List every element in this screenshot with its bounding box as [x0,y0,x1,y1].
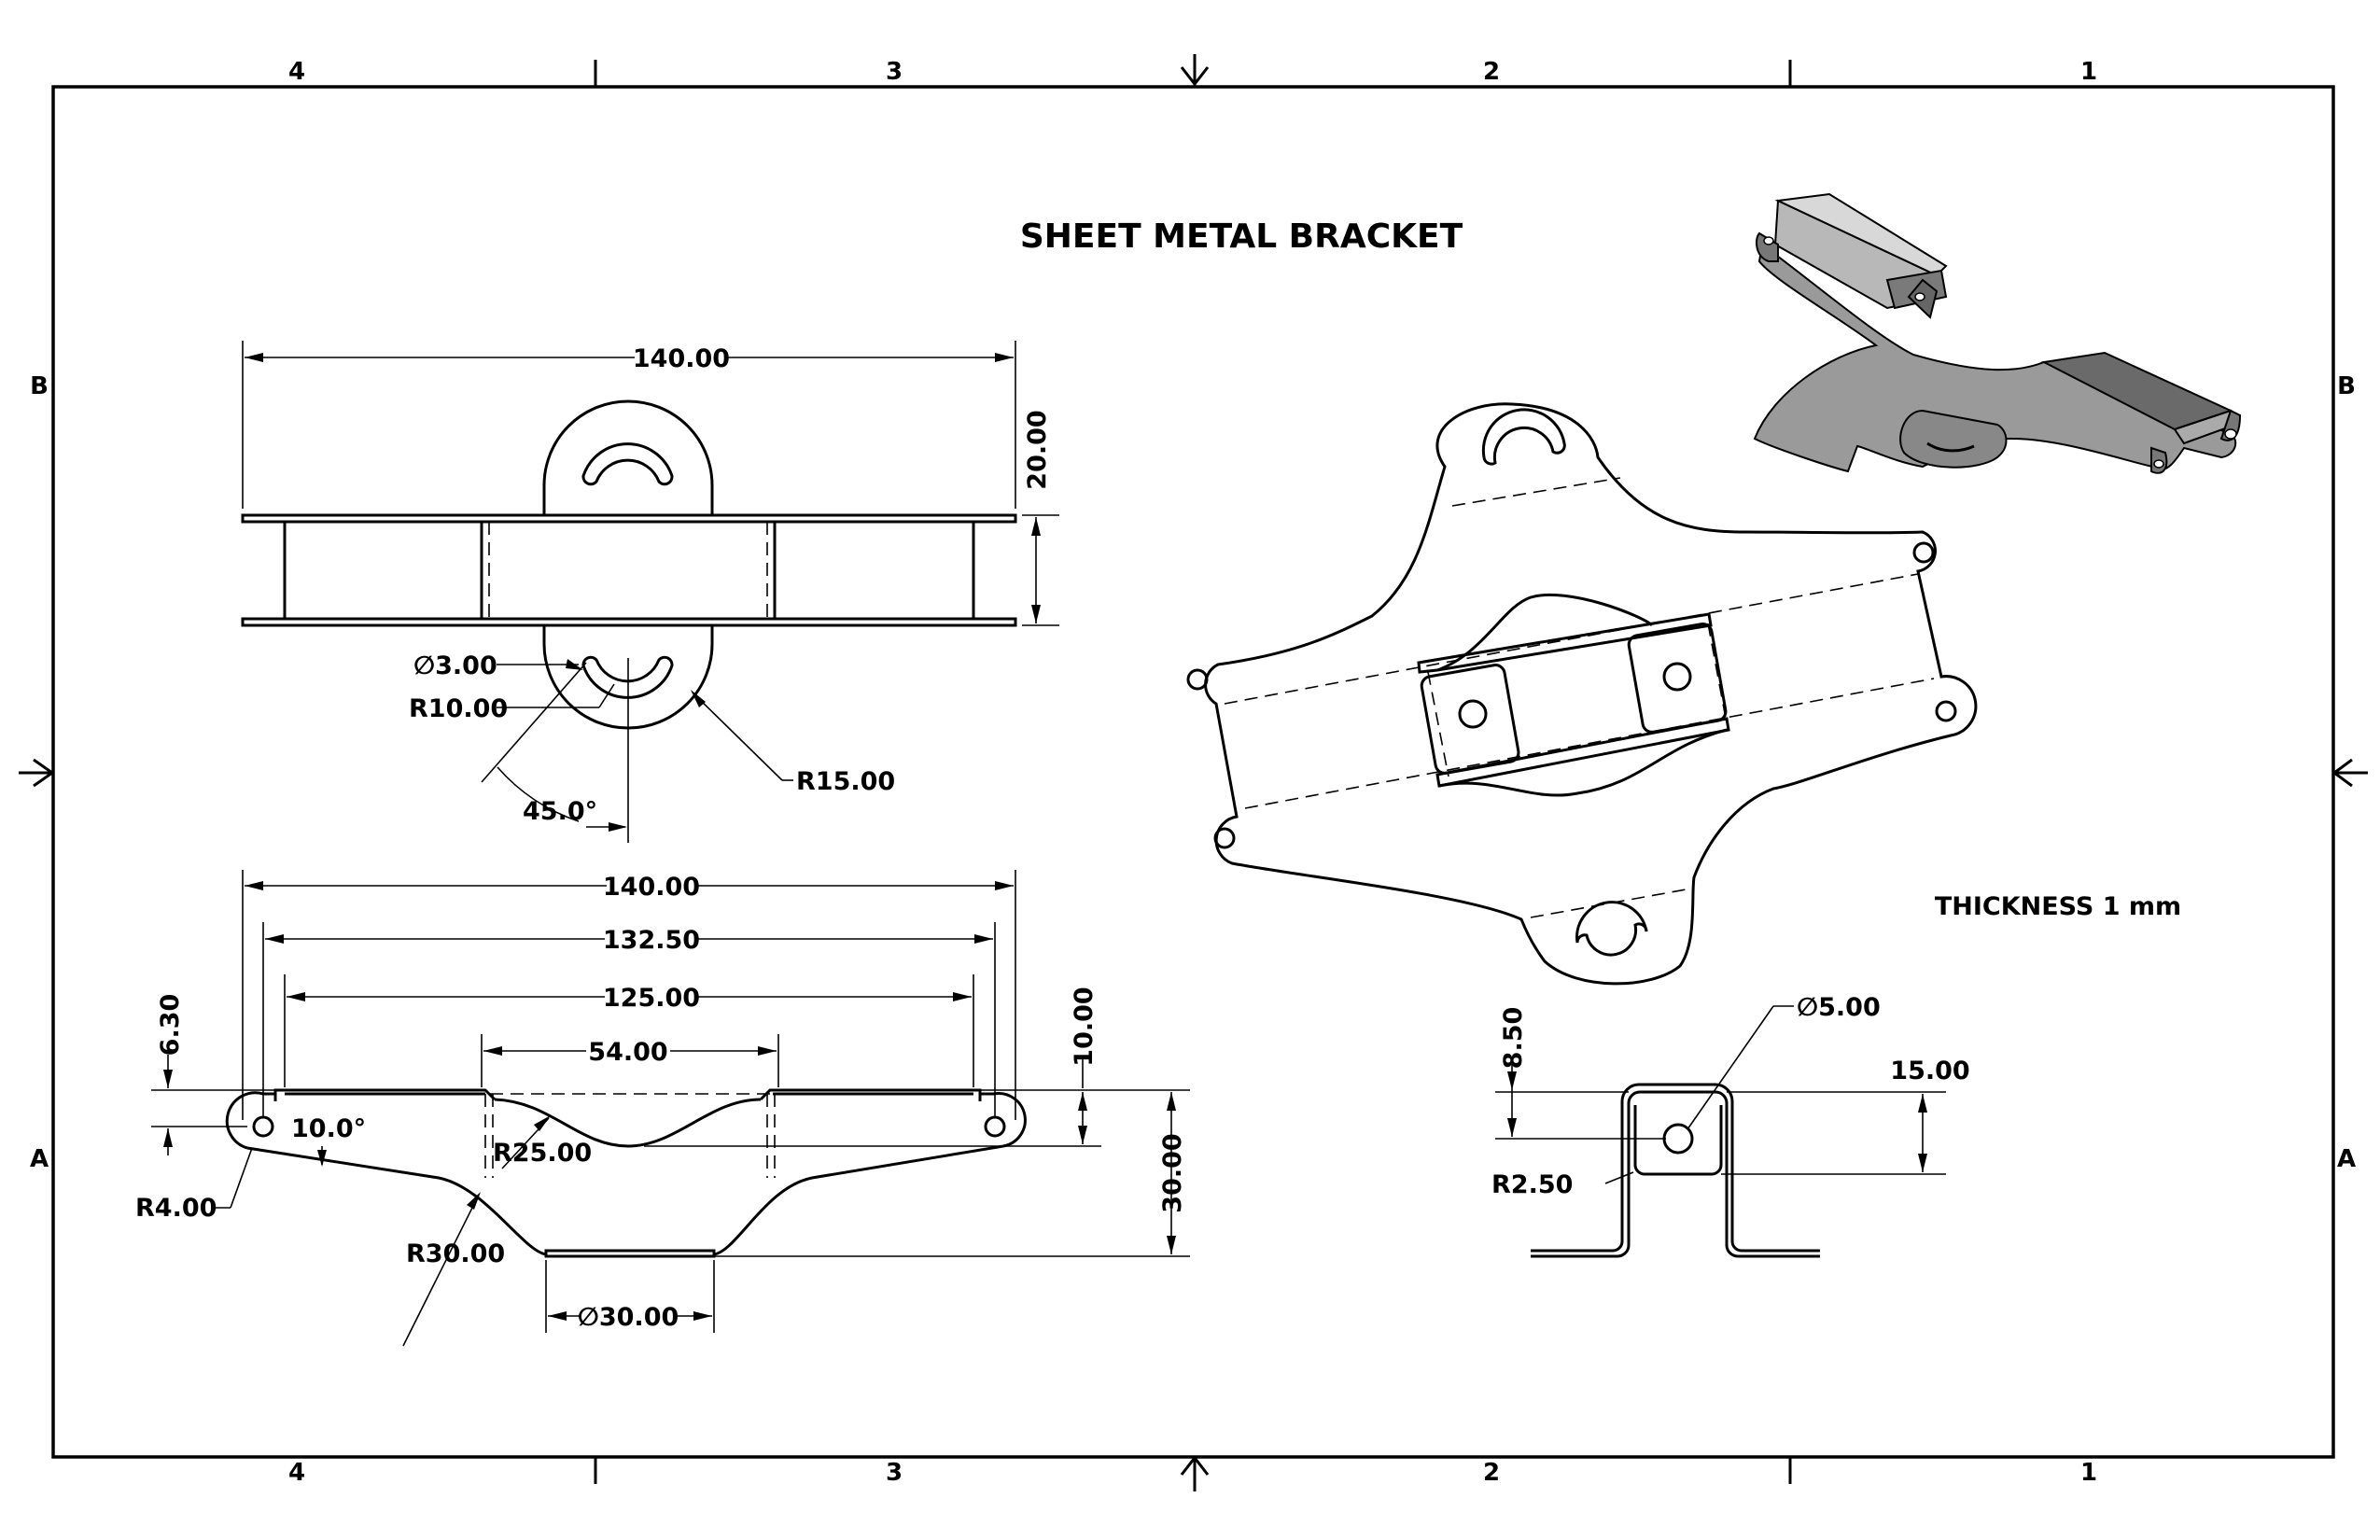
bend-radius-label: R2.50 [1491,1170,1573,1199]
slot-radius-label: R10.00 [409,694,508,723]
outer-radius-label: R30.00 [406,1239,505,1268]
flange-span-label: 125.00 [603,984,700,1013]
zone-labels: 4 3 2 1 4 3 2 1 B A B A [30,58,2356,1487]
drawing-title: SHEET METAL BRACKET [1020,217,1463,256]
top-view-length-label: 140.00 [633,344,730,373]
slot-diameter-label: ∅3.00 [413,651,497,680]
drawing-frame [19,54,2368,1491]
zone-col-1-bottom: 1 [2080,1459,2097,1487]
isometric-view [1753,192,2242,474]
zone-row-a-right: A [2337,1145,2356,1173]
front-view [225,1088,1027,1258]
thickness-note: THICKNESS 1 mm [1935,892,2181,921]
angle-label: 45.0° [523,797,597,826]
overall-height-label: 30.00 [1158,1133,1187,1212]
iso-body [1753,243,2237,473]
zone-col-2-bottom: 2 [1483,1459,1500,1487]
hole-diameter-label: ∅5.00 [1797,993,1881,1022]
zone-col-1-top: 1 [2080,58,2097,86]
hole-pitch-label: 132.50 [603,926,700,955]
zone-row-b-left: B [30,372,49,400]
top-view-height-label: 20.00 [1023,410,1052,489]
channel-height-label: 15.00 [1890,1057,1969,1085]
zone-col-3-bottom: 3 [886,1459,903,1487]
base-diameter-label: ∅30.00 [578,1303,679,1332]
hole-offset-label: 6.30 [156,994,185,1057]
hole-height-label: 8.50 [1499,1007,1528,1070]
top-view-dimensions: 140.00 20.00 ∅3.00 R10.00 R15.00 45.0° [242,341,1059,832]
center-span-label: 54.00 [588,1038,667,1067]
zone-col-4-top: 4 [288,58,305,86]
side-view-dimensions: ∅5.00 8.50 15.00 R2.50 [1491,993,1970,1199]
zone-row-a-left: A [30,1145,49,1173]
corner-radius-label: R4.00 [135,1194,217,1223]
flange-angle-label: 10.0° [291,1114,366,1143]
tab-radius-label: R15.00 [796,767,895,796]
front-view-dimensions: 140.00 132.50 125.00 54.00 6.30 10.0° [135,870,1190,1347]
front-length-label: 140.00 [603,873,700,902]
side-view [1531,1083,1820,1258]
zone-col-2-top: 2 [1483,58,1500,86]
zone-col-3-top: 3 [886,58,903,86]
zone-row-b-right: B [2337,372,2356,400]
zone-col-4-bottom: 4 [288,1459,305,1487]
top-view [241,399,1017,843]
inner-radius-label: R25.00 [493,1139,592,1168]
step-label: 10.00 [1070,987,1099,1066]
flat-pattern [1186,402,1978,986]
